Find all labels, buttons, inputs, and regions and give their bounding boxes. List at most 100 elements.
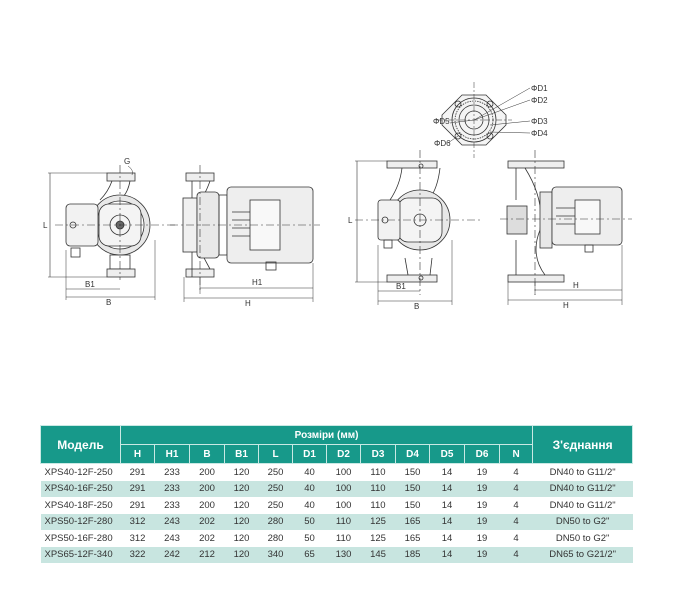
- cell: 4: [513, 466, 519, 478]
- cell: 19: [464, 513, 500, 530]
- cell: 40: [292, 480, 327, 497]
- cell: 4: [499, 546, 533, 563]
- col-header-d5: D5: [429, 444, 465, 464]
- cell: 110: [370, 499, 386, 511]
- table-row: XPS40-18F-250 291 233 200 120 250 40 100…: [41, 497, 633, 514]
- connection-cell: DN50 to G2": [555, 532, 610, 544]
- svg-text:ΦD6: ΦD6: [434, 139, 451, 148]
- cell: 110: [360, 480, 396, 497]
- cell: 4: [499, 513, 533, 530]
- cell: 280: [258, 513, 293, 530]
- cell: 14: [441, 466, 453, 478]
- cell: 291: [129, 466, 146, 478]
- cell: 233: [164, 466, 180, 478]
- cell: 202: [189, 513, 225, 530]
- cell: 65: [292, 546, 327, 563]
- cell: 50: [292, 513, 327, 530]
- cell: 110: [335, 532, 352, 544]
- cell: 14: [429, 513, 465, 530]
- svg-text:B: B: [106, 298, 111, 307]
- cell: 312: [129, 532, 146, 544]
- cell: 14: [441, 532, 453, 544]
- cell: 250: [258, 480, 293, 497]
- cell: 4: [499, 480, 533, 497]
- cell: 40: [304, 499, 315, 511]
- cell: 185: [395, 546, 430, 563]
- cell: 165: [404, 532, 421, 544]
- table-row: XPS50-12F-280 312 243 202 120 280 50 110…: [40, 513, 633, 530]
- cell: 233: [154, 480, 190, 497]
- cell: 125: [370, 532, 386, 544]
- model-cell: XPS40-18F-250: [44, 499, 113, 511]
- svg-text:B: B: [414, 302, 419, 311]
- dimensions-table: Модель Розміри (мм) З'єднання H H1 B B1 …: [40, 425, 634, 563]
- cell: 120: [224, 480, 259, 497]
- cell: 4: [513, 532, 519, 544]
- table-row: XPS40-12F-250 291 233 200 120 250 40 100…: [41, 464, 633, 481]
- cell: 14: [429, 546, 465, 563]
- cell: 110: [326, 513, 361, 530]
- cell: 165: [395, 513, 430, 530]
- svg-text:L: L: [348, 216, 353, 225]
- col-header-h1: H1: [154, 444, 190, 464]
- col-header-b: B: [189, 444, 225, 464]
- svg-text:H: H: [573, 281, 579, 290]
- svg-text:H: H: [245, 299, 251, 308]
- cell: 120: [224, 546, 259, 563]
- cell: 110: [370, 466, 386, 478]
- model-cell: XPS50-16F-280: [44, 532, 113, 544]
- svg-text:ΦD4: ΦD4: [531, 129, 548, 138]
- cell: 120: [233, 499, 250, 511]
- cell: 40: [304, 466, 315, 478]
- cell: 100: [335, 499, 352, 511]
- cell: 50: [304, 532, 315, 544]
- cell: 130: [326, 546, 361, 563]
- col-header-d6: D6: [464, 444, 500, 464]
- connection-header: З'єднання: [532, 425, 634, 464]
- cell: 19: [464, 546, 500, 563]
- cell: 100: [326, 480, 361, 497]
- col-header-b1: B1: [224, 444, 259, 464]
- cell: 340: [258, 546, 293, 563]
- cell: 14: [429, 480, 465, 497]
- col-header-d3: D3: [360, 444, 396, 464]
- cell: 14: [441, 499, 453, 511]
- cell: 291: [129, 499, 146, 511]
- pump-side-view-threaded: H1 H: [170, 165, 320, 308]
- cell: 200: [189, 480, 225, 497]
- cell: 19: [464, 480, 500, 497]
- connection-cell: DN50 to G2": [532, 513, 633, 530]
- col-header-d2: D2: [326, 444, 361, 464]
- cell: 125: [360, 513, 396, 530]
- cell: 250: [267, 466, 284, 478]
- svg-text:B1: B1: [85, 280, 95, 289]
- pump-front-view-flanged: L B1 B: [348, 150, 480, 311]
- cell: 150: [404, 466, 421, 478]
- model-cell: XPS65-12F-340: [40, 546, 121, 563]
- technical-drawings: L B1 B G H1 H: [43, 82, 632, 311]
- cell: 150: [395, 480, 430, 497]
- model-cell: XPS40-12F-250: [44, 466, 113, 478]
- table-row: XPS50-16F-280 312 243 202 120 280 50 110…: [41, 530, 633, 547]
- cell: 200: [199, 466, 215, 478]
- pump-side-view-flanged: H H: [500, 150, 632, 310]
- svg-text:G: G: [124, 157, 130, 166]
- col-header-d4: D4: [395, 444, 430, 464]
- cell: 4: [513, 499, 519, 511]
- cell: 243: [164, 532, 180, 544]
- cell: 120: [224, 513, 259, 530]
- cell: 100: [335, 466, 352, 478]
- cell: 322: [120, 546, 155, 563]
- cell: 212: [189, 546, 225, 563]
- table-row: XPS65-12F-340 322 242 212 120 340 65 130…: [40, 546, 633, 563]
- cell: 233: [164, 499, 180, 511]
- dimensions-header: Розміри (мм): [119, 425, 534, 445]
- cell: 200: [199, 499, 215, 511]
- cell: 291: [120, 480, 155, 497]
- connection-cell: DN40 to G11/2": [549, 499, 616, 511]
- cell: 150: [404, 499, 421, 511]
- cell: 19: [476, 499, 488, 511]
- svg-text:B1: B1: [396, 282, 406, 291]
- cell: 312: [120, 513, 155, 530]
- svg-text:ΦD2: ΦD2: [531, 96, 548, 105]
